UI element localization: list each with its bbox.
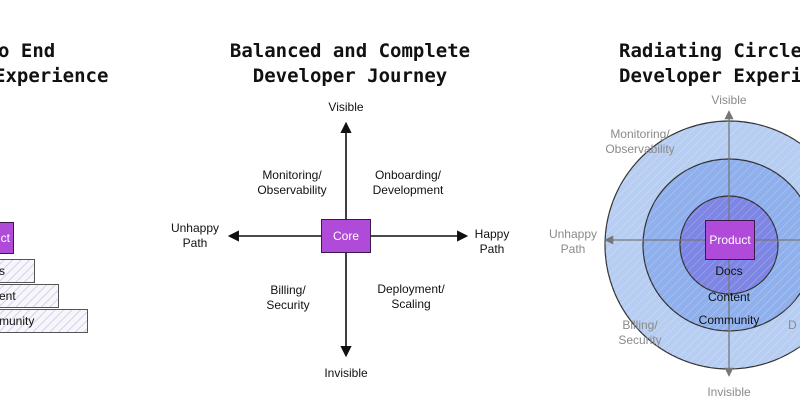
center-panel-title-line-2: Developer Journey: [252, 65, 448, 87]
right-quadrant-monitoring: Monitoring/ Observability: [592, 127, 688, 157]
quadrant-deployment-2: Scaling: [391, 297, 431, 311]
quadrant-monitoring-2: Observability: [257, 183, 327, 197]
stair-community: munity: [0, 309, 88, 333]
label-invisible: Invisible: [324, 366, 368, 380]
quadrant-monitoring: Monitoring/ Observability: [246, 168, 338, 198]
right-quadrant-billing: Billing/ Security: [604, 318, 676, 348]
left-panel-title-line-2: Experience: [0, 65, 109, 87]
stair-docs-label: s: [0, 264, 5, 278]
quadrant-billing-2: Security: [266, 298, 310, 312]
right-quadrant-billing-1: Billing/: [622, 318, 658, 332]
ring-label-community: Community: [698, 313, 760, 327]
label-happy-path: Happy Path: [460, 227, 524, 257]
ring-label-content: Content: [707, 290, 751, 304]
quadrant-onboarding: Onboarding/ Development: [360, 168, 456, 198]
core-box: Core: [321, 219, 371, 253]
quadrant-billing: Billing/ Security: [248, 283, 328, 313]
stair-community-label: munity: [0, 314, 35, 328]
stair-content-label: ent: [0, 289, 16, 303]
right-label-visible: Visible: [711, 93, 747, 107]
label-unhappy-path: Unhappy Path: [160, 221, 230, 251]
label-unhappy-path-1: Unhappy: [170, 221, 220, 235]
quadrant-deployment: Deployment/ Scaling: [366, 282, 456, 312]
center-panel-title-line-1: Balanced and Complete: [229, 40, 471, 62]
right-panel-title-line-2: Developer Experi: [619, 65, 800, 87]
stair-content: ent: [0, 284, 59, 308]
right-quadrant-monitoring-2: Observability: [605, 142, 675, 156]
stair-docs: s: [0, 259, 35, 283]
label-happy-path-2: Path: [479, 242, 505, 256]
quadrant-billing-1: Billing/: [270, 283, 306, 297]
left-panel-title-line-1: o End: [0, 40, 56, 62]
right-quadrant-billing-2: Security: [618, 333, 662, 347]
left-product-box: ct: [0, 222, 14, 254]
right-label-unhappy-path-1: Unhappy: [548, 227, 598, 241]
quadrant-onboarding-2: Development: [372, 183, 444, 197]
quadrant-onboarding-1: Onboarding/: [374, 168, 442, 182]
label-unhappy-path-2: Path: [182, 236, 208, 250]
right-quadrant-partial: D: [788, 318, 797, 332]
ring-label-docs: Docs: [715, 264, 743, 278]
quadrant-monitoring-1: Monitoring/: [262, 168, 322, 182]
right-label-invisible: Invisible: [707, 385, 751, 399]
right-label-unhappy-path: Unhappy Path: [538, 227, 608, 257]
right-label-unhappy-path-2: Path: [560, 242, 586, 256]
label-visible: Visible: [328, 100, 364, 114]
label-happy-path-1: Happy: [474, 227, 510, 241]
right-quadrant-monitoring-1: Monitoring/: [610, 127, 670, 141]
right-panel-title-line-1: Radiating Circle: [619, 40, 800, 62]
product-box: Product: [705, 220, 755, 260]
quadrant-deployment-1: Deployment/: [377, 282, 445, 296]
